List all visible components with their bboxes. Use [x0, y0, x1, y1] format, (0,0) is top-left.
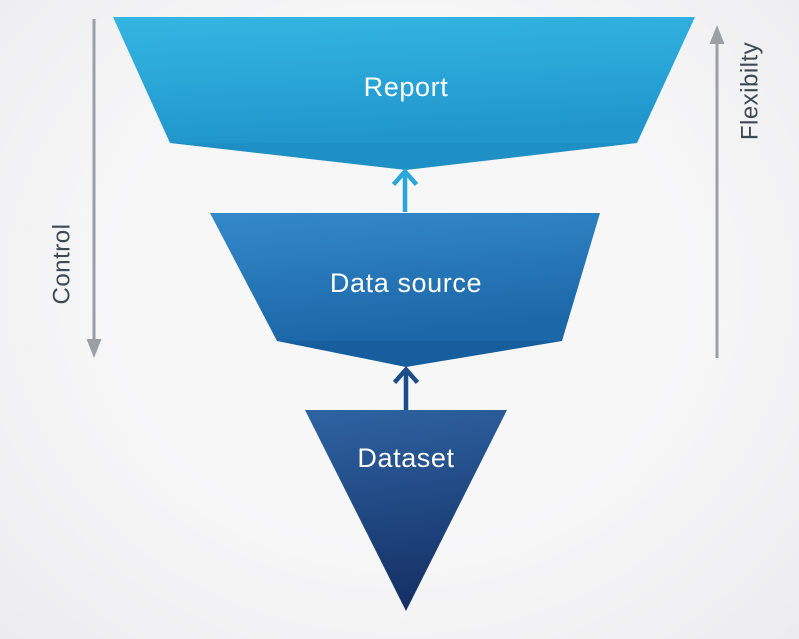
connector-datasource-to-report	[391, 168, 419, 212]
connector-arrow-up-icon	[391, 168, 419, 212]
report-label: Report	[364, 72, 449, 102]
report-shape	[113, 17, 695, 143]
datasource-shape-fold	[277, 341, 562, 367]
funnel-level-report: Report	[113, 17, 695, 170]
report-shape-fold	[170, 143, 637, 170]
arrow-down-icon	[86, 339, 102, 358]
control-axis-label: Control	[48, 224, 75, 305]
funnel-level-datasource: Data source	[210, 213, 600, 367]
funnel-level-dataset: Dataset	[305, 410, 507, 611]
control-axis: Control	[48, 19, 102, 358]
datasource-shape	[210, 213, 600, 341]
dataset-shape	[305, 410, 507, 611]
connector-arrow-up-icon	[392, 366, 420, 410]
arrow-up-icon	[709, 25, 725, 44]
control-axis-line	[92, 19, 96, 341]
dataset-label: Dataset	[357, 443, 454, 473]
flexibility-axis: Flexibilty	[709, 25, 763, 358]
connector-dataset-to-datasource	[392, 366, 420, 410]
datasource-label: Data source	[330, 268, 482, 298]
flexibility-axis-line	[715, 42, 719, 358]
flexibility-axis-label: Flexibilty	[736, 42, 763, 140]
